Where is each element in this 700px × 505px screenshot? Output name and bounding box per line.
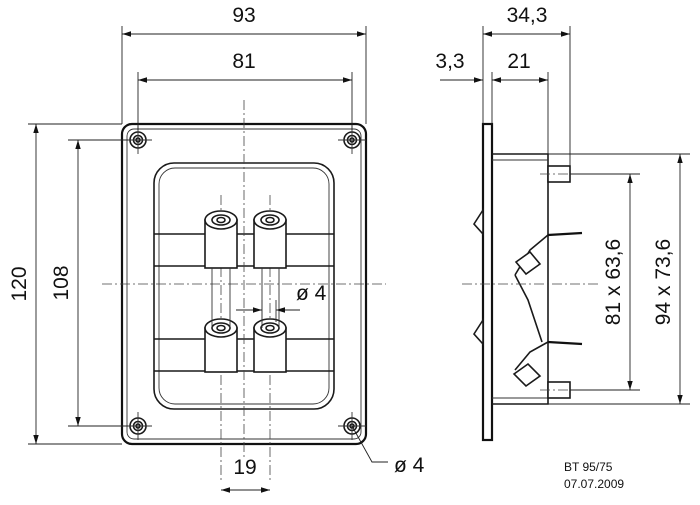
dim-height-outer: 120 bbox=[8, 266, 31, 301]
dim-flange-thickness: 3,3 bbox=[435, 50, 464, 73]
dim-cutout-small: 81 x 63,6 bbox=[602, 239, 625, 325]
drawing-date: 07.07.2009 bbox=[564, 477, 624, 491]
front-center-lines bbox=[102, 100, 386, 480]
front-extension-lines bbox=[28, 26, 367, 445]
dim-height-inner: 108 bbox=[50, 265, 73, 300]
side-extension-lines bbox=[482, 26, 690, 405]
dim-depth-body: 21 bbox=[507, 50, 530, 73]
mounting-holes bbox=[124, 126, 366, 440]
side-clip-lower bbox=[472, 317, 484, 347]
dim-width-outer: 93 bbox=[232, 4, 255, 27]
dim-cutout-large: 94 x 73,6 bbox=[652, 239, 675, 325]
title-block: BT 95/75 07.07.2009 bbox=[564, 460, 624, 491]
side-clip-upper bbox=[472, 207, 484, 237]
part-number: BT 95/75 bbox=[564, 460, 613, 474]
side-view: 34,3 3,3 21 81 x 63,6 94 x 73,6 bbox=[435, 4, 690, 442]
dim-width-inner: 81 bbox=[232, 50, 255, 73]
front-dimension-lines bbox=[33, 31, 388, 493]
side-clamp-lower bbox=[512, 340, 583, 388]
side-clamp-upper bbox=[514, 231, 583, 343]
side-flange bbox=[481, 122, 494, 442]
terminal-posts bbox=[204, 210, 287, 373]
front-view: 93 81 120 108 ø 4 19 ø 4 bbox=[8, 4, 425, 493]
dim-terminal-hole-diameter: ø 4 bbox=[296, 282, 327, 305]
side-dimension-lines bbox=[440, 31, 683, 404]
dim-mount-hole-diameter: ø 4 bbox=[394, 454, 425, 477]
side-body-outline bbox=[492, 153, 549, 405]
dim-terminal-spacing: 19 bbox=[233, 456, 256, 479]
dim-depth-total: 34,3 bbox=[507, 4, 548, 27]
